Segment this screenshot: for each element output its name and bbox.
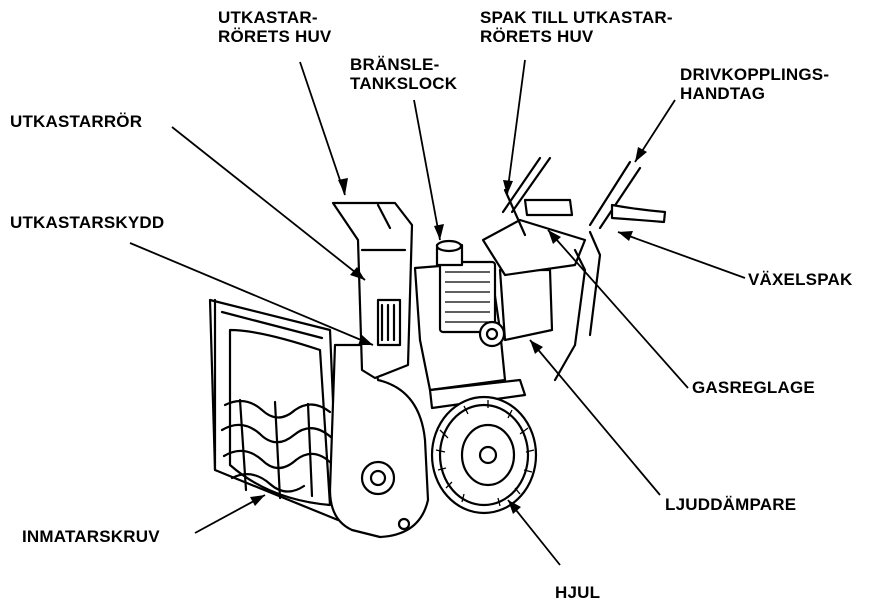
engine [413,239,554,410]
label-utkastarror: UTKASTARRÖR [10,112,143,131]
leader-lines [129,59,746,566]
label-utkastarskydd: UTKASTARSKYDD [10,213,165,232]
label-ljuddampare: LJUDDÄMPARE [665,495,797,514]
handlebar-assembly [481,156,667,382]
label-drivkopplingshandtag: DRIVKOPPLINGS- HANDTAG [680,65,830,103]
label-utkastarrorets-huv: UTKASTAR- RÖRETS HUV [218,8,332,46]
label-vaxelspak: VÄXELSPAK [748,270,853,289]
label-bransletankslock: BRÄNSLE- TANKSLOCK [350,55,458,93]
label-hjul: HJUL [555,583,601,602]
label-spak-till-utkastarrorets-huv: SPAK TILL UTKASTAR- RÖRETS HUV [480,8,673,46]
side-plate [328,343,430,539]
wheel [430,395,538,515]
label-inmatarskruv: INMATARSKRUV [22,527,160,546]
auger [220,398,334,500]
label-gasreglage: GASREGLAGE [692,378,815,397]
discharge-chute [331,201,414,380]
